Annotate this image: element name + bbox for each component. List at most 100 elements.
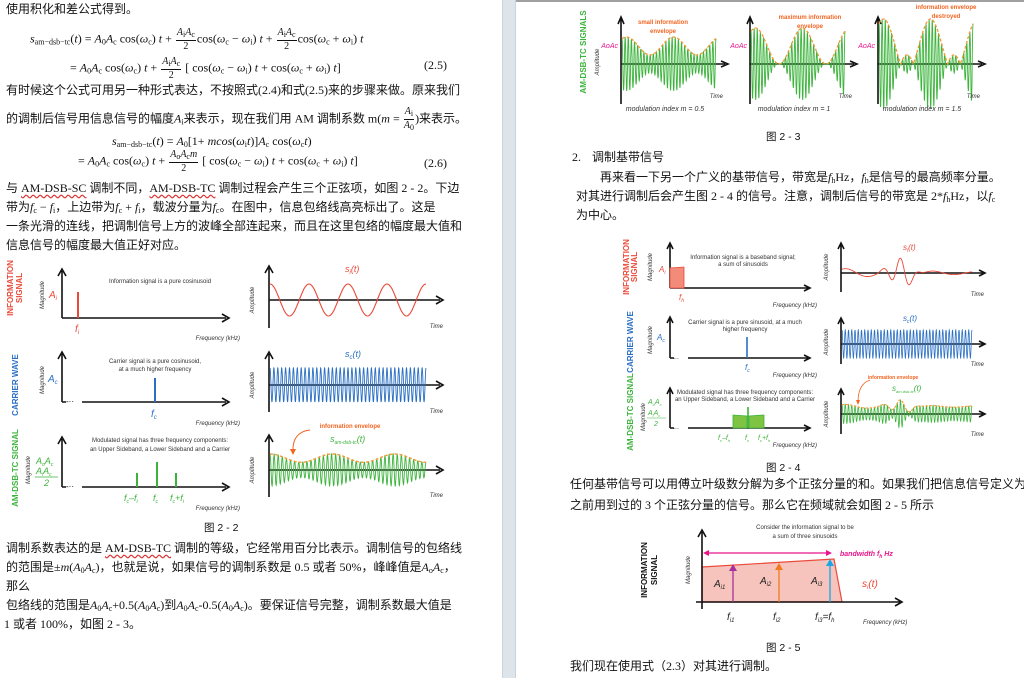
axes — [874, 14, 988, 104]
time-label: Time — [710, 94, 724, 100]
figure-label: i3 — [818, 582, 823, 588]
figure-label: Amplitude — [250, 456, 256, 484]
figure-label: Modulated signal has three frequency com… — [92, 438, 228, 444]
figure-label: i — [350, 270, 352, 276]
figure-label: Time — [430, 493, 444, 499]
panel-annotation: maximum information — [779, 15, 842, 21]
figure-label: si(t) — [345, 264, 359, 276]
figure-label: A — [654, 399, 660, 406]
left-page: 使用积化和差公式得到。 sam−dsb−tc(t) = A0Ac cos(ωc)… — [0, 0, 502, 678]
figure-label: +f — [762, 435, 769, 442]
figure-graphic — [264, 264, 445, 328]
figure-label: A — [48, 290, 56, 301]
figure-label: (t) — [910, 314, 918, 323]
axes — [746, 14, 860, 104]
figure-graphic — [856, 400, 860, 405]
figure-label: sam-dsb-tc(t) — [892, 384, 922, 394]
figure-label: s — [345, 349, 350, 359]
figure-label: sc(t) — [345, 349, 361, 361]
figure-label: (t) — [908, 243, 916, 252]
figure-label: +f — [175, 493, 184, 503]
figure-label: c — [662, 338, 665, 344]
figure-graphic — [732, 414, 765, 429]
figure-label: CARRIER WAVE — [626, 311, 635, 373]
figure-graphic — [729, 564, 737, 571]
figure-label: Ac — [47, 374, 58, 386]
figure-graphic — [292, 429, 311, 453]
figure-label: c — [350, 355, 353, 361]
figure-label: fc+fi — [170, 493, 185, 505]
figure-label: SIGNAL — [630, 252, 639, 282]
figure-graphic — [57, 350, 231, 407]
axis-label: Frequency (kHz) — [196, 336, 240, 342]
carrier-waveform — [841, 328, 973, 360]
figure-label: A — [653, 410, 659, 417]
figure-label: Frequency (kHz) — [773, 303, 817, 309]
figure-label: Amplitude — [824, 328, 830, 356]
figure-graphic — [290, 449, 296, 455]
figure-label: (t) — [868, 579, 877, 590]
paragraph-line: 那么 — [6, 579, 31, 593]
figure-label: Time — [971, 432, 985, 438]
figure-graphic — [264, 433, 445, 497]
figure-label: f — [151, 409, 155, 420]
figure-label: Time — [971, 362, 985, 368]
envelope-line — [841, 399, 972, 413]
figure-label: h — [879, 554, 882, 560]
figure-label: fi3=fh — [815, 612, 835, 624]
figure-label: i — [867, 585, 869, 591]
figure-label: Ac — [656, 333, 665, 344]
figure-label: o — [653, 402, 656, 407]
figure-label: fi1 — [727, 612, 734, 624]
level-label: AoAc — [600, 43, 618, 50]
figure-label: Magnitude — [40, 365, 46, 394]
figure-graphic — [57, 267, 231, 323]
envelope-line — [750, 27, 846, 65]
figure-2-2-caption: 图 2 - 2 — [204, 522, 239, 534]
figure-graphic — [666, 241, 812, 292]
figure-graphic — [775, 563, 783, 570]
axis-label: Time — [430, 324, 444, 330]
figure-label: c — [660, 402, 662, 407]
figure-2-4: INFORMATION SIGNAL CARRIER WAVE AM-DSB-T… — [622, 239, 987, 451]
info-waveform — [269, 283, 427, 317]
figure-graphic — [729, 559, 834, 602]
time-label: Time — [839, 94, 853, 100]
equation-2-6-line1: sam−dsb−tc(t) = A0[1+ mcos(ωit)]Ac cos(ω… — [112, 134, 312, 149]
figure-label: sc(t) — [903, 314, 917, 325]
figure-label: s — [345, 264, 350, 274]
figure-label: INFORMATION — [622, 239, 631, 295]
figure-graphic — [826, 559, 834, 566]
figure-label: A — [47, 374, 55, 385]
figure-label: c — [49, 472, 52, 478]
figure-graphic — [837, 387, 987, 434]
figure-graphic — [264, 350, 445, 412]
figure-label: c — [658, 413, 660, 418]
figure-label: i — [907, 248, 909, 254]
figure-label: =f — [822, 612, 832, 623]
baseband-spectrum — [669, 266, 685, 289]
section-number: 2. — [572, 150, 581, 164]
figure-label: sam-dsb-tc(t) — [330, 434, 365, 446]
paragraph-line: 包络线的范围是A0Ac+0.5(A0Ac)到A0Ac-0.5(A0Ac)。要保证… — [6, 598, 452, 613]
figure-label: Time — [430, 409, 444, 415]
figure-label: A — [35, 456, 42, 466]
paragraph-line: 之前用到过的 3 个正弦分量的信号。那么它在频域就会如图 2 - 5 所示 — [570, 498, 934, 512]
figure-label: am-dsb-tc — [896, 389, 914, 394]
side-label-information: INFORMATION — [6, 260, 15, 316]
figure-label: -·· — [66, 397, 74, 406]
figure-label: Amplitude — [595, 48, 601, 76]
figure-label: Carrier signal is a pure sinusoid, at a … — [688, 320, 802, 326]
paragraph-line: 有时候这个公式可用另一种形式表达，不按照式(2.4)和式(2.5)来的步骤来做。… — [6, 83, 460, 97]
figure-label: si(t) — [862, 579, 878, 591]
figure-label: (t) — [357, 434, 366, 444]
carrier-waveform — [269, 366, 427, 403]
figure-note: Information signal is a pure cosinusoid — [109, 279, 211, 285]
figure-graphic — [857, 379, 871, 403]
figure-label: am-dsb-tc — [335, 440, 358, 446]
figure-label: i — [664, 270, 666, 276]
figure-label: Magnitude — [26, 455, 32, 484]
